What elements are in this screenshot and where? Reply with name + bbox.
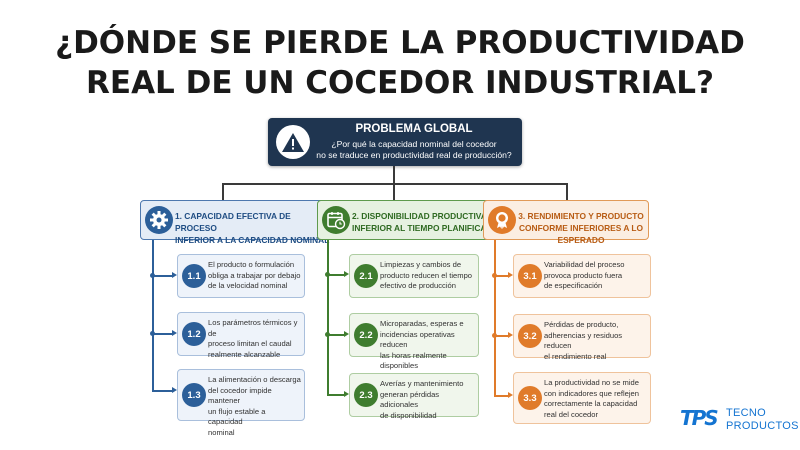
branch-3-spine xyxy=(494,240,496,395)
branch-1-title-line1: 1. CAPACIDAD EFECTIVA DE PROCESO xyxy=(175,211,291,233)
logo-word-tecno: TECNO xyxy=(726,407,766,419)
branch-3-arrow-3 xyxy=(508,392,513,398)
branch-3-link-1 xyxy=(494,275,508,277)
branch-3-header: 3. RENDIMIENTO Y PRODUCTO CONFORME INFER… xyxy=(483,200,649,245)
cause-text: Pérdidas de producto,adherencias y resid… xyxy=(544,320,623,361)
connector-branch-3 xyxy=(566,183,568,200)
branch-2-link-1 xyxy=(327,274,344,276)
branch-2-spine xyxy=(327,240,329,395)
branch-2-title-line1: 2. DISPONIBILIDAD PRODUCTIVA xyxy=(352,211,487,221)
global-problem-question: ¿Por qué la capacidad nominal del cocedo… xyxy=(312,139,516,160)
branch-1-title: 1. CAPACIDAD EFECTIVA DE PROCESO INFERIO… xyxy=(175,210,330,246)
branch-1-header: 1. CAPACIDAD EFECTIVA DE PROCESO INFERIO… xyxy=(140,200,335,245)
branch-2-title: 2. DISPONIBILIDAD PRODUCTIVA INFERIOR AL… xyxy=(352,210,507,234)
cause-number: 1.2 xyxy=(182,322,206,346)
branch-1-dot-1 xyxy=(150,273,155,278)
global-problem-question-line2: no se traduce en productividad real de p… xyxy=(316,149,512,160)
branch-3-dot-2 xyxy=(492,333,497,338)
connector-branch-2 xyxy=(393,183,395,200)
branch-3-title: 3. RENDIMIENTO Y PRODUCTO CONFORME INFER… xyxy=(518,210,644,246)
global-problem-box: PROBLEMA GLOBAL ¿Por qué la capacidad no… xyxy=(268,118,522,166)
branch-3-link-2 xyxy=(494,335,508,337)
branch-1-arrow-1 xyxy=(172,272,177,278)
branch-1-spine xyxy=(152,240,154,390)
branch-1-arrow-3 xyxy=(172,387,177,393)
branch-2-header: 2. DISPONIBILIDAD PRODUCTIVA INFERIOR AL… xyxy=(317,200,512,240)
branch-1-link-2 xyxy=(152,333,172,335)
global-problem-question-line1: ¿Por qué la capacidad nominal del cocedo… xyxy=(331,139,497,149)
cause-number: 3.2 xyxy=(518,324,542,348)
branch-1-link-3 xyxy=(152,390,172,392)
page-title-line2: REAL DE UN COCEDOR INDUSTRIAL? xyxy=(86,65,714,101)
branch-3-dot-1 xyxy=(492,273,497,278)
logo-mark: TPS xyxy=(680,406,719,430)
cause-number: 2.1 xyxy=(354,264,378,288)
cause-number: 1.1 xyxy=(182,264,206,288)
branch-2-arrow-2 xyxy=(344,331,349,337)
connector-root-down xyxy=(393,166,395,184)
branch-3-arrow-1 xyxy=(508,272,513,278)
page-title-line1: ¿DÓNDE SE PIERDE LA PRODUCTIVIDAD xyxy=(55,25,745,61)
branch-1-title-line2: INFERIOR A LA CAPACIDAD NOMINAL xyxy=(175,235,330,245)
cause-number: 1.3 xyxy=(182,383,206,407)
branch-1-arrow-2 xyxy=(172,330,177,336)
branch-2-dot-1 xyxy=(325,272,330,277)
branch-2-title-line2: INFERIOR AL TIEMPO PLANIFICADO xyxy=(352,223,500,233)
branch-1-link-1 xyxy=(152,275,172,277)
logo-word-productos: PRODUCTOS xyxy=(726,420,799,432)
connector-branch-1 xyxy=(222,183,224,200)
branch-2-arrow-1 xyxy=(344,271,349,277)
calendar-clock-icon xyxy=(322,206,350,234)
branch-2-link-2 xyxy=(327,334,344,336)
global-problem-title: PROBLEMA GLOBAL xyxy=(355,123,473,135)
award-icon xyxy=(488,206,516,234)
connector-horizontal xyxy=(222,183,568,185)
cause-number: 2.2 xyxy=(354,323,378,347)
gear-icon xyxy=(145,206,173,234)
branch-1-dot-2 xyxy=(150,331,155,336)
cause-number: 3.3 xyxy=(518,386,542,410)
branch-2-dot-2 xyxy=(325,332,330,337)
cause-number: 3.1 xyxy=(518,264,542,288)
warning-icon xyxy=(276,125,310,159)
branch-2-arrow-3 xyxy=(344,391,349,397)
branch-3-title-line1: 3. RENDIMIENTO Y PRODUCTO xyxy=(518,211,644,221)
cause-card-3-2: 3.2 Pérdidas de producto,adherencias y r… xyxy=(513,314,651,361)
branch-3-title-line2: CONFORME INFERIORES A LO ESPERADO xyxy=(518,223,644,245)
branch-3-link-3 xyxy=(494,395,508,397)
branch-2-link-3 xyxy=(327,394,344,396)
branch-3-arrow-2 xyxy=(508,332,513,338)
cause-number: 2.3 xyxy=(354,383,378,407)
